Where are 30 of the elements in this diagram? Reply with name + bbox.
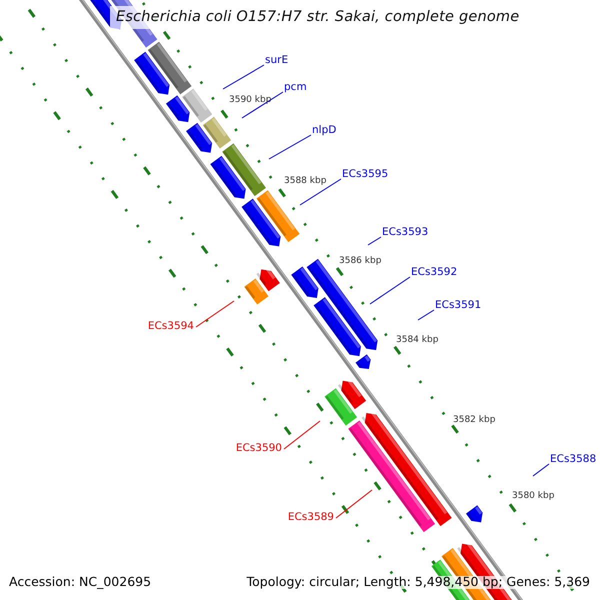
- leader-line: [242, 92, 284, 118]
- gene-label: nlpD: [312, 125, 336, 136]
- accession-text: Accession: NC_002695: [9, 576, 152, 588]
- leader-line: [196, 300, 234, 328]
- leader-line: [222, 64, 264, 90]
- tick-label: 3588 kbp: [284, 177, 326, 186]
- leader-line: [300, 178, 342, 206]
- leader-line: [336, 490, 372, 518]
- leader-line: [418, 310, 434, 320]
- tick-label: 3590 kbp: [229, 96, 272, 105]
- gene-label: ECs3595: [342, 169, 388, 180]
- gene-label: ECs3594: [148, 321, 194, 332]
- genome-info-text: Topology: circular; Length: 5,498,450 bp; Genes: 5,369: [246, 576, 590, 588]
- tick-label: 3584 kbp: [396, 336, 438, 345]
- gene-label: ECs3590: [236, 443, 282, 454]
- gene-label: pcm: [284, 82, 307, 92]
- gene-label: ECs3588: [550, 454, 596, 464]
- tick-label: 3580 kbp: [512, 492, 554, 501]
- leader-line: [532, 464, 550, 476]
- gene-label: ECs3589: [288, 512, 334, 522]
- leader-line: [268, 134, 312, 160]
- gene-label: ECs3592: [411, 267, 458, 278]
- leader-line: [370, 276, 410, 304]
- gene-label: ECs3593: [382, 227, 428, 238]
- gene-label: ECs3591: [435, 300, 482, 310]
- leader-line: [284, 420, 320, 450]
- leader-line: [368, 236, 382, 246]
- gene-label: surE: [265, 55, 288, 66]
- tick-label: 3582 kbp: [453, 416, 496, 425]
- tick-label: 3586 kbp: [339, 257, 382, 266]
